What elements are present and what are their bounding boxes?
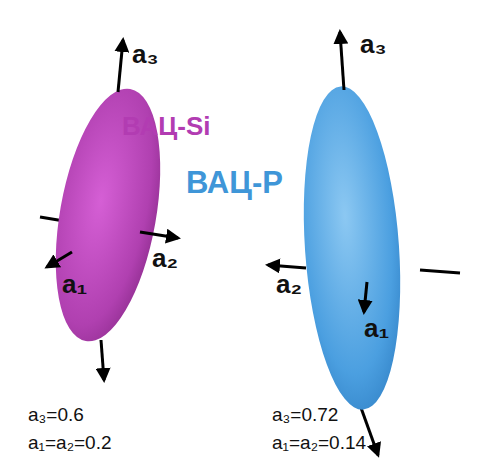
axis-arrow bbox=[101, 340, 104, 380]
axis-arrow bbox=[140, 232, 178, 238]
axis-label: a₃ bbox=[132, 40, 158, 69]
axis-label: a₂ bbox=[276, 270, 302, 299]
axis-label: a₁ bbox=[62, 270, 87, 299]
material-label: ВАЦ-Si bbox=[122, 112, 210, 141]
axis-label: a₃ bbox=[360, 30, 386, 59]
axis-label: a₂ bbox=[152, 244, 178, 273]
axis-arrow bbox=[364, 282, 367, 312]
axis-value: a₁=a₂=0.14 bbox=[272, 433, 366, 454]
axis-arrow bbox=[268, 265, 306, 268]
axis-stub bbox=[420, 270, 460, 273]
axis-value: a₁=a₂=0.2 bbox=[28, 433, 112, 454]
axis-value: a₃=0.6 bbox=[28, 405, 84, 426]
axis-arrow bbox=[118, 40, 123, 92]
axis-value: a₃=0.72 bbox=[272, 405, 338, 426]
axis-label: a₁ bbox=[364, 314, 389, 343]
material-label: ВАЦ-P bbox=[186, 166, 283, 200]
ellipsoid-p bbox=[294, 83, 410, 413]
axis-arrow bbox=[47, 252, 72, 267]
axis-arrow bbox=[340, 32, 344, 90]
